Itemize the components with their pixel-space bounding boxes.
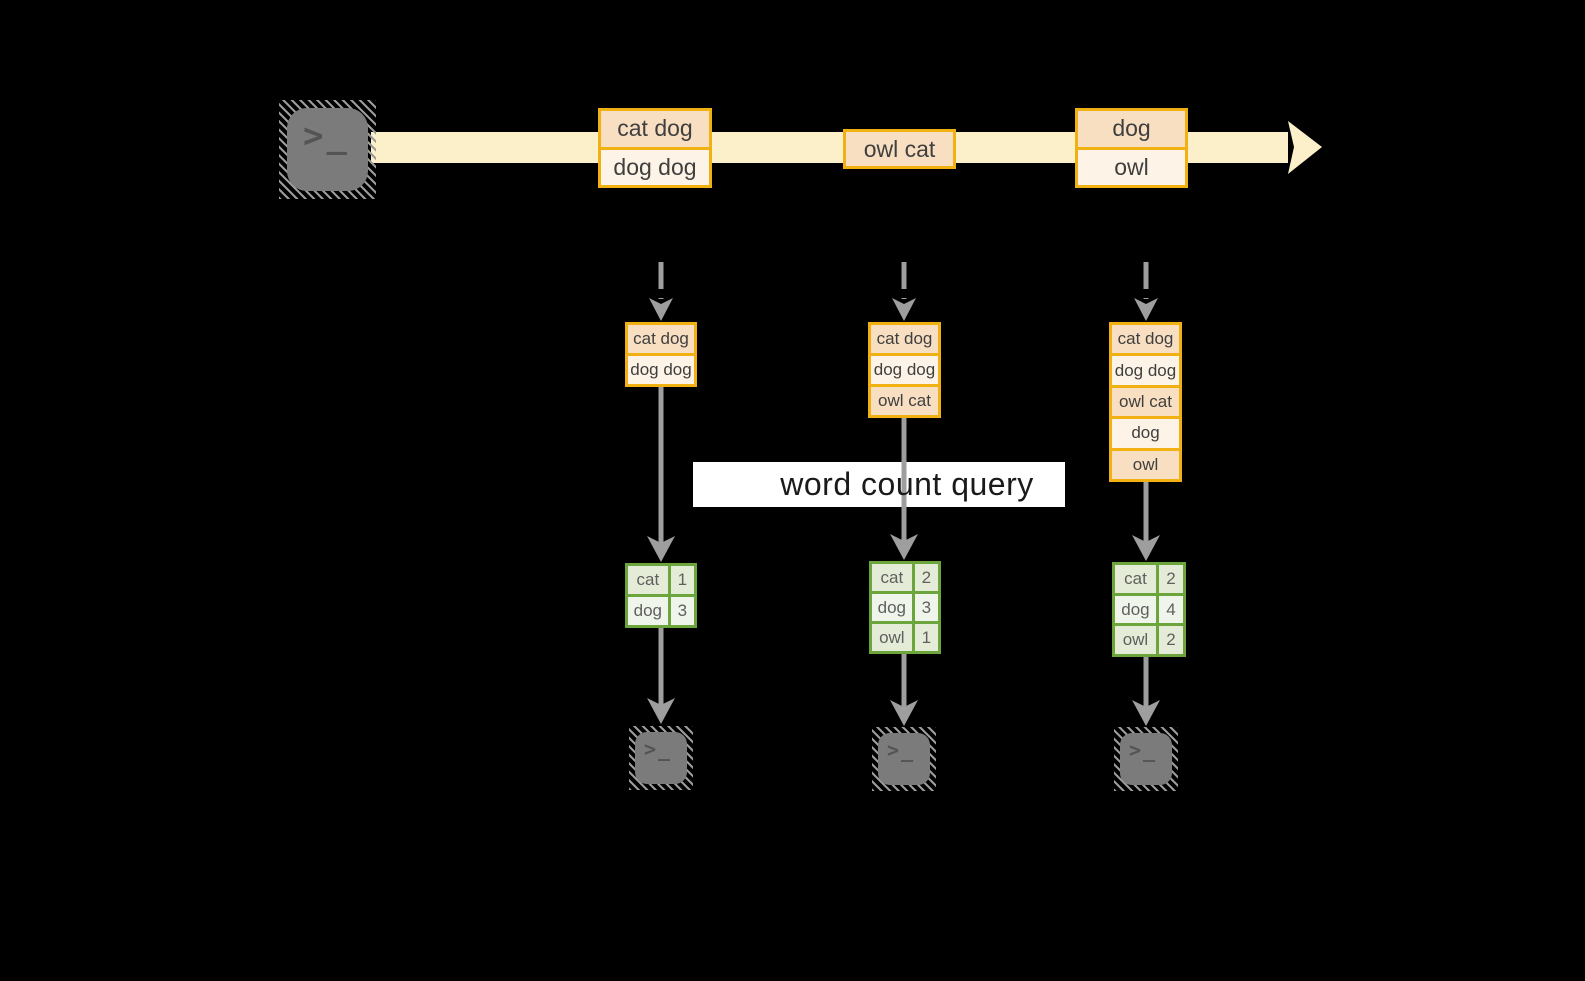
buffer-row: cat dog <box>628 325 694 353</box>
count-cell: 3 <box>677 601 688 620</box>
buffer-row: dog dog <box>1112 353 1179 385</box>
terminal-prompt-icon: >_ <box>887 738 916 762</box>
buffer-row: dog dog <box>628 353 694 384</box>
count-table-1: cat 1 dog 3 <box>625 563 697 628</box>
word-cell: owl <box>872 624 915 651</box>
word-cell: owl <box>1115 626 1159 655</box>
count-table-2: cat 2 dog 3 owl 1 <box>869 561 941 654</box>
terminal-prompt-icon: >_ <box>303 116 350 156</box>
message-box: dog <box>1078 111 1185 147</box>
count-cell: 4 <box>1166 599 1176 619</box>
count-cell: 2 <box>1166 568 1176 588</box>
terminal-icon-body: >_ <box>635 732 687 784</box>
message-box: owl cat <box>846 132 953 166</box>
count-row: owl 1 <box>872 621 938 651</box>
count-row: dog 3 <box>628 594 694 625</box>
buffer-row: owl cat <box>871 384 938 415</box>
output-terminal-icon-1: >_ <box>629 726 693 790</box>
message-box: cat dog <box>601 111 709 147</box>
buffer-row: cat dog <box>871 325 938 353</box>
word-cell: cat <box>1115 565 1159 593</box>
buffer-row: dog dog <box>871 353 938 384</box>
output-terminal-icon-2: >_ <box>872 727 936 791</box>
output-terminal-icon-3: >_ <box>1114 727 1178 791</box>
count-row: cat 2 <box>872 564 938 591</box>
count-cell: 3 <box>921 597 932 617</box>
query-banner-label: word count query <box>780 466 1034 502</box>
output-arrow-3-head <box>1132 700 1160 726</box>
word-cell: dog <box>1115 595 1159 624</box>
terminal-prompt-icon: >_ <box>644 737 673 761</box>
terminal-icon-body: >_ <box>287 108 368 191</box>
query-banner: word count query <box>693 462 1065 507</box>
query-arrow-3-head <box>1132 535 1160 561</box>
count-cell: 1 <box>921 627 932 647</box>
count-row: cat 1 <box>628 566 694 594</box>
terminal-icon-body: >_ <box>1120 733 1172 785</box>
word-cell: dog <box>872 594 915 621</box>
count-cell: 2 <box>921 567 932 587</box>
count-cell: 2 <box>1166 630 1176 650</box>
count-row: dog 3 <box>872 591 938 621</box>
dashed-arrow-3-head <box>1134 298 1158 321</box>
word-cell: cat <box>872 564 915 591</box>
count-row: owl 2 <box>1115 623 1183 655</box>
buffer-row: owl <box>1112 447 1179 480</box>
output-arrow-1-head <box>647 698 675 724</box>
stream-arrow-head <box>1288 121 1322 174</box>
buffer-row: dog <box>1112 416 1179 448</box>
word-cell: cat <box>628 566 671 594</box>
buffer-row: owl cat <box>1112 384 1179 417</box>
count-row: dog 4 <box>1115 592 1183 624</box>
source-terminal-icon: >_ <box>279 100 376 199</box>
word-cell: dog <box>628 597 671 625</box>
message-box: dog dog <box>601 146 709 185</box>
count-table-3: cat 2 dog 4 owl 2 <box>1112 562 1186 657</box>
stream-batch-2: owl cat <box>843 129 956 169</box>
count-row: cat 2 <box>1115 565 1183 593</box>
message-box: owl <box>1078 146 1185 185</box>
dashed-arrow-1-head <box>649 298 673 321</box>
output-arrow-2-head <box>890 700 918 726</box>
query-arrow-1-head <box>647 536 675 562</box>
terminal-prompt-icon: >_ <box>1129 738 1158 762</box>
count-cell: 1 <box>677 570 688 589</box>
terminal-icon-body: >_ <box>878 733 930 785</box>
query-arrow-2-head <box>890 534 918 560</box>
dashed-arrow-2-head <box>892 298 916 321</box>
buffer-row: cat dog <box>1112 325 1179 354</box>
